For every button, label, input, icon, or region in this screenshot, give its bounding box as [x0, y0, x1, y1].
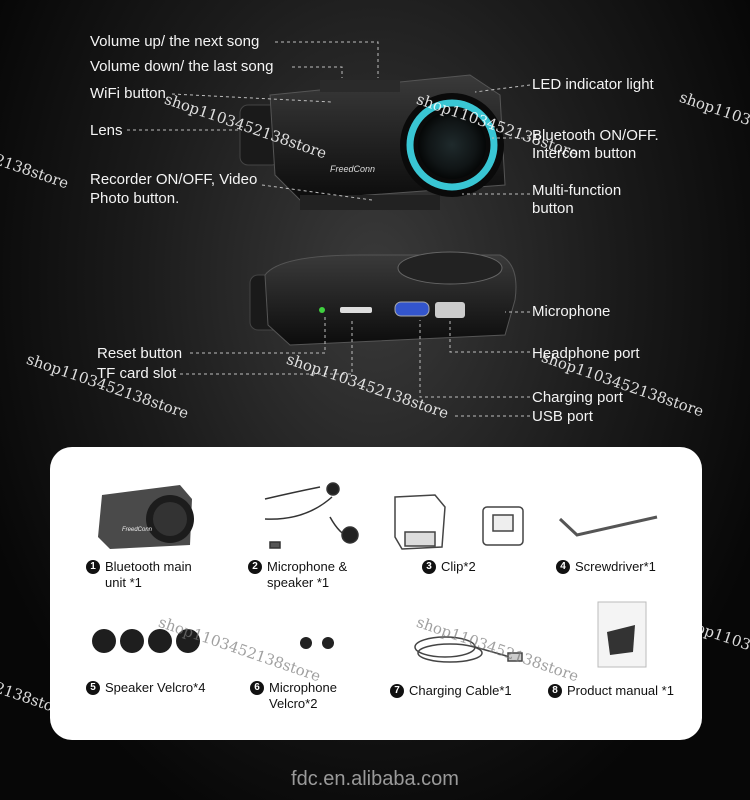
clip-image: [394, 494, 524, 550]
callout-volume-up: Volume up/ the next song: [90, 33, 260, 50]
callout-tf-card-slot: TF card slot: [97, 365, 177, 382]
package-contents-panel: FreedConn: [50, 447, 702, 740]
device-top-view: FreedConn: [239, 74, 506, 210]
item-label: Bluetooth main: [105, 559, 192, 574]
microphone-speaker-image: [264, 482, 359, 549]
callout-lines: [127, 41, 531, 417]
device-illustration: FreedConn: [127, 41, 531, 417]
charging-cable-image: [414, 636, 523, 663]
package-item-2: 2 Microphone &speaker *1: [248, 559, 347, 591]
item-number-badge: 1: [86, 560, 100, 574]
item-label: Microphone: [269, 680, 337, 695]
callout-volume-down: Volume down/ the last song: [90, 58, 274, 75]
brand-logo: FreedConn: [330, 164, 375, 174]
callout-charging-port: Charging port: [532, 389, 623, 406]
main-unit-image: FreedConn: [98, 485, 194, 549]
package-illustrations: FreedConn: [92, 482, 658, 668]
screwdriver-image: [558, 515, 658, 537]
footer-url: fdc.en.alibaba.com: [291, 768, 459, 790]
item-label: Speaker Velcro*4: [105, 680, 206, 695]
item-number-badge: 2: [248, 560, 262, 574]
item-number-badge: 8: [548, 684, 562, 698]
item-label: Velcro*2: [269, 696, 318, 711]
package-item-3: 3 Clip*2: [422, 559, 476, 575]
callout-bluetooth-line2: Intercom button: [532, 145, 637, 162]
item-number-badge: 7: [390, 684, 404, 698]
callout-usb-port: USB port: [532, 408, 593, 425]
callout-bluetooth: Bluetooth ON/OFF.: [532, 127, 659, 144]
svg-text:FreedConn: FreedConn: [122, 527, 153, 533]
microphone-velcro-image: [300, 637, 334, 649]
item-label: Clip*2: [441, 559, 476, 574]
item-number-badge: 5: [86, 681, 100, 695]
package-item-4: 4 Screwdriver*1: [556, 559, 656, 575]
callout-multi-function: Multi-function: [532, 182, 622, 199]
item-label: Microphone &: [267, 559, 348, 574]
callout-microphone: Microphone: [532, 303, 611, 320]
callout-recorder: Recorder ON/OFF, Video: [90, 171, 258, 188]
item-number-badge: 3: [422, 560, 436, 574]
callout-headphone-port: Headphone port: [532, 345, 640, 362]
item-label: Screwdriver*1: [575, 559, 656, 574]
callout-multi-function-line2: button: [532, 200, 574, 217]
device-bottom-view: [249, 251, 517, 346]
callout-reset-button: Reset button: [97, 345, 183, 362]
item-label: Product manual *1: [567, 683, 674, 698]
product-manual-image: [597, 601, 647, 668]
callout-lens: Lens: [90, 122, 123, 139]
callout-led: LED indicator light: [532, 76, 654, 93]
package-item-5: 5 Speaker Velcro*4: [86, 680, 205, 696]
item-number-badge: 6: [250, 681, 264, 695]
callout-recorder-line2: Photo button.: [90, 190, 180, 207]
package-item-8: 8 Product manual *1: [548, 683, 674, 699]
item-label: unit *1: [105, 575, 142, 590]
callout-wifi-button: WiFi button: [90, 85, 166, 102]
item-label: speaker *1: [267, 575, 330, 590]
speaker-velcro-image: [92, 629, 200, 653]
item-number-badge: 4: [556, 560, 570, 574]
item-label: Charging Cable*1: [409, 683, 512, 698]
package-item-7: 7 Charging Cable*1: [390, 683, 512, 699]
